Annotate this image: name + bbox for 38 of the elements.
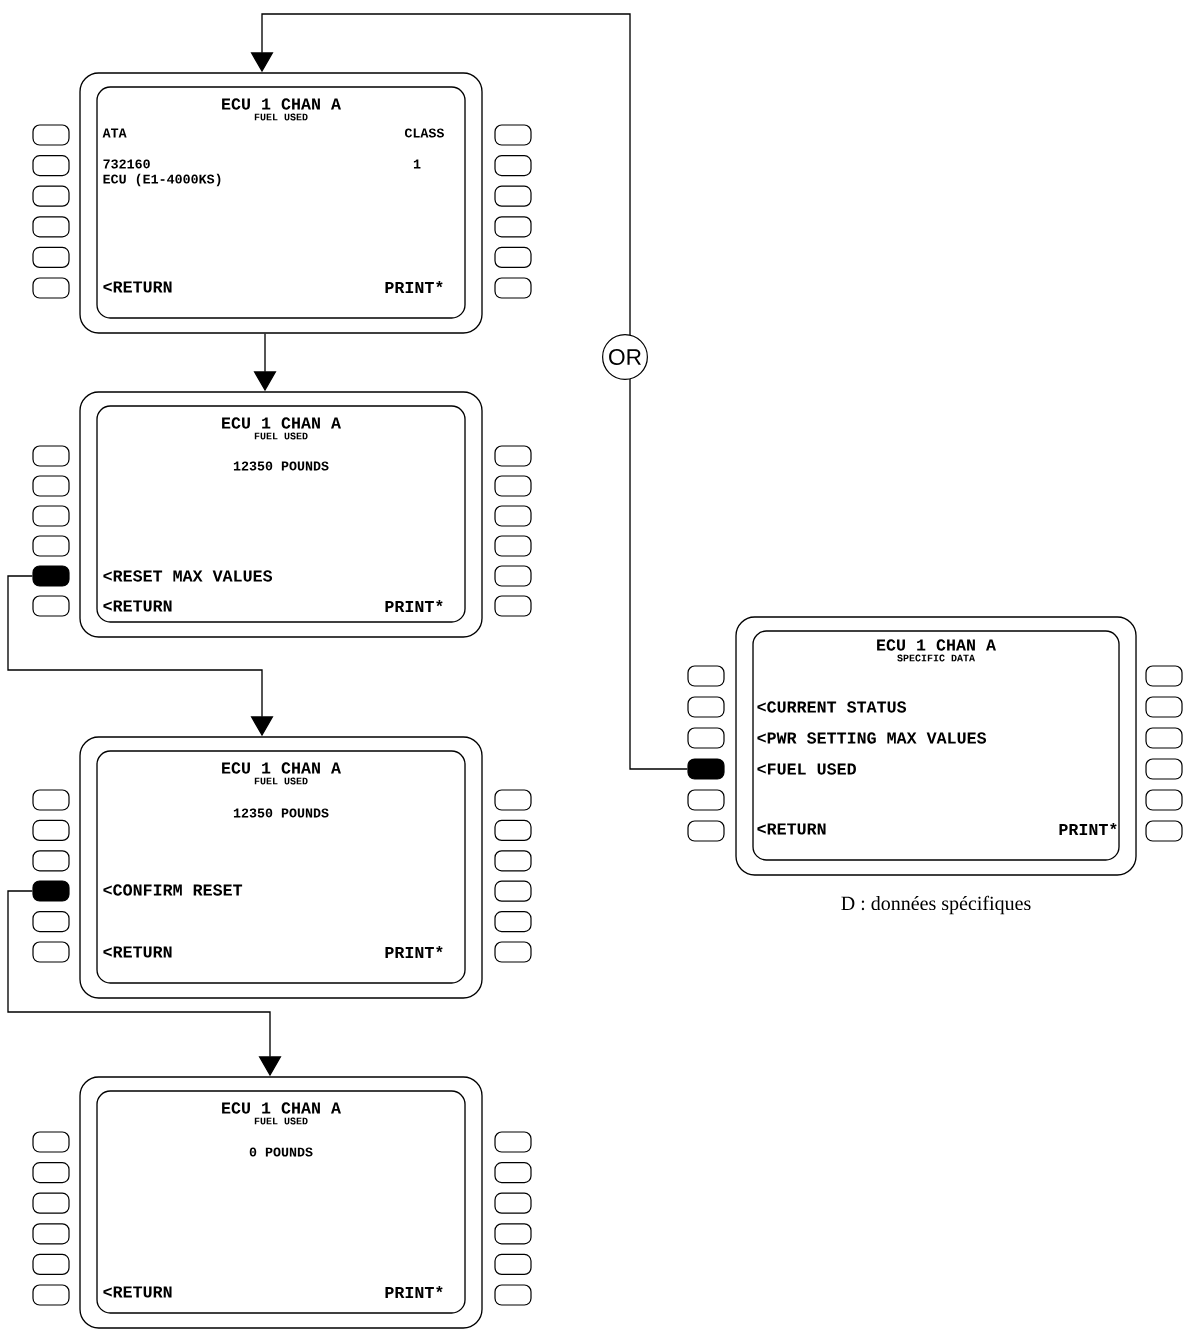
menu-option: <RETURN [103, 600, 172, 612]
pressed-key [687, 758, 725, 780]
screen-title: ECU 1 CHAN A [222, 417, 341, 429]
screen-subtitle: SPECIFIC DATA [897, 654, 975, 662]
field-value: ECU (E1-4000KS) [103, 173, 221, 187]
menu-option: <RETURN [103, 946, 172, 958]
screen-title: ECU 1 CHAN A [222, 1102, 341, 1114]
menu-option: PRINT* [1059, 823, 1117, 836]
field-value: 732160 [103, 159, 150, 169]
menu-option: <PWR SETTING MAX VALUES [757, 732, 987, 744]
screen-title: ECU 1 CHAN A [877, 639, 996, 651]
menu-option: <RESET MAX VALUES [103, 570, 273, 582]
node-label: D : données spécifiques [841, 895, 1031, 915]
pressed-key [32, 565, 70, 587]
menu-option: <RETURN [757, 823, 826, 835]
screen-subtitle: FUEL USED [254, 113, 308, 121]
screen-subtitle: FUEL USED [254, 1117, 308, 1125]
menu-option: <RETURN [103, 281, 172, 293]
menu-option: PRINT* [385, 946, 443, 959]
menu-option: PRINT* [385, 600, 443, 613]
field-value: 12350 POUNDS [233, 461, 329, 471]
screen-subtitle: FUEL USED [254, 777, 308, 785]
field-value: 12350 POUNDS [233, 808, 329, 818]
menu-option: <RETURN [103, 1286, 172, 1298]
menu-option: PRINT* [385, 280, 443, 294]
field-label: CLASS [404, 128, 444, 138]
menu-option: <CONFIRM RESET [103, 884, 243, 896]
edge-label: OR [602, 334, 648, 380]
field-label: ATA [102, 128, 127, 138]
menu-option: PRINT* [385, 1286, 443, 1299]
screen-title: ECU 1 CHAN A [222, 762, 341, 774]
field-value: 1 [413, 159, 421, 169]
screen-subtitle: FUEL USED [254, 432, 308, 440]
screen-title: ECU 1 CHAN A [222, 98, 341, 110]
menu-option: <CURRENT STATUS [757, 701, 907, 713]
menu-option: <FUEL USED [757, 763, 856, 775]
field-value: 0 POUNDS [249, 1147, 313, 1157]
pressed-key [32, 880, 70, 902]
